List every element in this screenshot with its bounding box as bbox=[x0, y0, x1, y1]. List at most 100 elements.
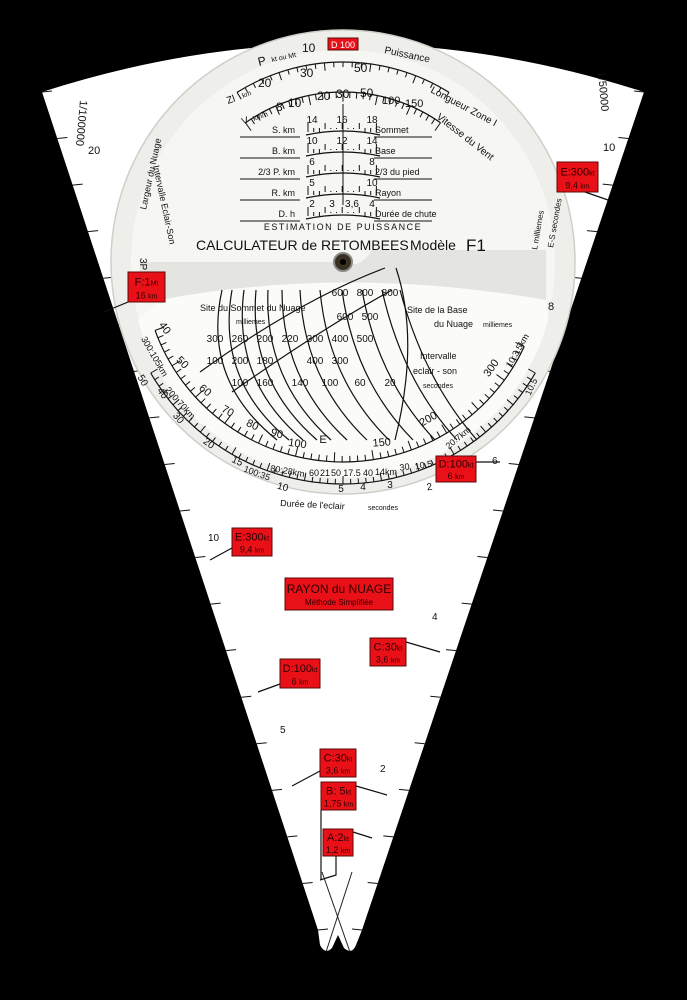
scale-tick bbox=[470, 437, 474, 442]
site-curve bbox=[381, 289, 458, 441]
scale-tick bbox=[200, 398, 206, 404]
scale-tick bbox=[259, 463, 263, 469]
scale-tick bbox=[412, 75, 417, 84]
scale-tick bbox=[160, 341, 167, 346]
scale-tick bbox=[296, 67, 299, 73]
scale-tick bbox=[317, 928, 329, 931]
row-tick: 14 bbox=[366, 136, 378, 147]
scale-tick bbox=[402, 470, 405, 476]
curve-scale-line bbox=[231, 289, 393, 393]
row-tick: 12 bbox=[336, 136, 348, 147]
scale-label: 200 bbox=[257, 334, 274, 345]
scale-tick bbox=[256, 115, 261, 121]
scale-tick bbox=[296, 474, 299, 480]
scale-tick bbox=[275, 105, 280, 115]
wind-tick: 20 bbox=[317, 89, 331, 103]
scale-tick bbox=[430, 695, 441, 698]
top-site-unit: milliemes bbox=[236, 319, 266, 326]
scale-tick bbox=[188, 417, 193, 423]
box-power: E:300kt bbox=[235, 532, 269, 544]
scale-tick bbox=[224, 415, 231, 424]
rayon-title: RAYON du NUAGE bbox=[287, 582, 391, 596]
scale-tick bbox=[513, 395, 519, 400]
scale-tick bbox=[238, 453, 242, 459]
scale-tick bbox=[457, 445, 462, 451]
row-name: Rayon bbox=[375, 188, 401, 198]
scale-tick bbox=[303, 472, 307, 481]
base-site-label: Site de la Base bbox=[407, 305, 468, 315]
scale-tick bbox=[171, 360, 181, 367]
row-scale bbox=[305, 214, 381, 220]
scale-tick bbox=[218, 413, 223, 419]
scale-tick bbox=[164, 462, 175, 465]
row-label: R. km bbox=[272, 188, 296, 198]
row-tick: 10 bbox=[366, 178, 378, 189]
scale-tick bbox=[515, 342, 525, 347]
scale-tick bbox=[271, 788, 283, 791]
scale-tick bbox=[225, 649, 237, 652]
scale-tick bbox=[281, 103, 285, 110]
scale-tick bbox=[401, 103, 405, 110]
scale-tick bbox=[387, 474, 390, 480]
scale-tick bbox=[404, 72, 408, 78]
scale-tick bbox=[436, 431, 441, 438]
row-name: Durée de chute bbox=[375, 209, 437, 219]
scale-tick bbox=[319, 477, 321, 483]
scale-tick bbox=[311, 476, 314, 482]
site-curve bbox=[228, 289, 290, 441]
side-mark: 3P bbox=[137, 258, 148, 271]
scale-label: 15 bbox=[230, 454, 245, 469]
scale-tick bbox=[369, 94, 372, 101]
left-tick-label: 5 bbox=[280, 725, 286, 736]
scale-tick bbox=[618, 137, 629, 140]
scale-tick bbox=[425, 115, 430, 121]
scale-tick bbox=[294, 98, 298, 105]
scale-tick bbox=[252, 460, 256, 466]
disk-scale-ticks bbox=[150, 61, 536, 485]
scale-tick bbox=[318, 454, 320, 461]
rayon-subtitle: Méthode Simplifiée bbox=[305, 598, 374, 607]
power-tick: 30 bbox=[300, 66, 314, 80]
scale-label: 50 bbox=[135, 373, 150, 389]
scale-tick bbox=[526, 376, 532, 381]
scale-label: 100 bbox=[322, 378, 339, 389]
scale-label: 200 bbox=[232, 356, 249, 367]
scale-tick bbox=[455, 419, 461, 425]
scale-label: 300 bbox=[307, 334, 324, 345]
box-power: A:2kt bbox=[327, 832, 349, 844]
scale-tick bbox=[279, 446, 283, 453]
flash-duration-label: Durée de l'eclair bbox=[280, 498, 345, 511]
interval-label: Intervalle bbox=[420, 351, 457, 361]
box-power: C:30kt bbox=[374, 642, 403, 654]
scale-tick bbox=[394, 448, 397, 455]
site-curve bbox=[341, 289, 414, 441]
box-radius: 9,4 km bbox=[565, 180, 590, 190]
scale-tick bbox=[633, 90, 645, 93]
scale-tick bbox=[480, 425, 487, 433]
box-radius: 3,6 km bbox=[376, 655, 401, 665]
index-marker-label: D 100 bbox=[331, 40, 355, 50]
scale-label: 4 bbox=[360, 482, 366, 493]
scale-tick bbox=[245, 456, 249, 462]
scale-tick bbox=[406, 105, 411, 115]
scale-tick bbox=[379, 472, 383, 481]
row-label: S. km bbox=[272, 125, 295, 135]
scale-label: 260 bbox=[232, 334, 249, 345]
box-power: C:30kt bbox=[324, 753, 353, 765]
scale-tick bbox=[194, 422, 199, 428]
right-tick-label: 10 bbox=[603, 142, 615, 154]
scale-tick bbox=[586, 230, 598, 233]
scale-tick bbox=[498, 412, 504, 417]
scale-tick bbox=[471, 402, 479, 410]
scale-tick bbox=[177, 406, 183, 411]
scale-label: 300 bbox=[207, 334, 224, 345]
scale-tick bbox=[157, 334, 164, 339]
scale-tick bbox=[503, 406, 509, 411]
scale-tick bbox=[167, 395, 173, 400]
row-tick: 6 bbox=[309, 157, 315, 168]
